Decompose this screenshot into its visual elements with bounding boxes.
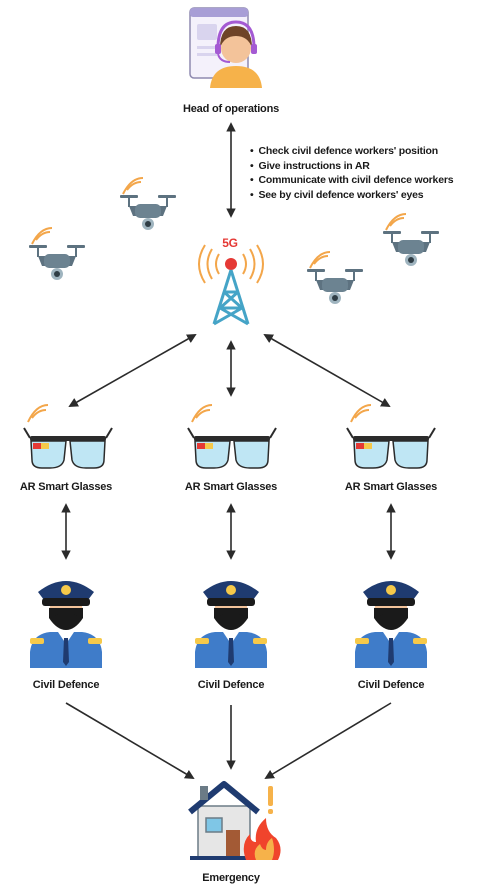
- civil-defence-label: Civil Defence: [197, 679, 265, 691]
- house-fire-icon: [188, 781, 281, 860]
- glasses-label: AR Smart Glasses: [344, 481, 438, 493]
- drone-icon: [383, 213, 439, 266]
- emergency-label: Emergency: [202, 872, 260, 884]
- arrow-worker-right-to-emergency: [264, 702, 392, 779]
- arrow-tower-to-glasses-right: [263, 334, 391, 407]
- glasses-label: AR Smart Glasses: [19, 481, 113, 493]
- ar-glasses-icon: [23, 404, 113, 469]
- task-list: Check civil defence workers' position Gi…: [250, 144, 453, 202]
- antenna-tower-icon: [198, 244, 264, 326]
- ar-glasses-icon: [346, 404, 436, 469]
- task-item: Give instructions in AR: [250, 159, 453, 174]
- drone-icon: [307, 251, 363, 304]
- arrow-tower-to-glasses-left: [68, 334, 197, 407]
- civil-defence-worker-icon: [195, 581, 267, 668]
- civil-defence-worker-icon: [355, 581, 427, 668]
- 5g-label: 5G: [222, 236, 238, 250]
- drone-icon: [120, 177, 176, 230]
- glasses-label: AR Smart Glasses: [184, 481, 278, 493]
- task-item: Check civil defence workers' position: [250, 144, 453, 159]
- task-item: Communicate with civil defence workers: [250, 173, 453, 188]
- operator-headset-icon: [189, 7, 262, 88]
- civil-defence-label: Civil Defence: [32, 679, 100, 691]
- drone-icon: [29, 227, 85, 280]
- civil-defence-label: Civil Defence: [357, 679, 425, 691]
- ar-glasses-icon: [187, 404, 277, 469]
- head-of-operations-label: Head of operations: [182, 103, 280, 115]
- arrow-worker-left-to-emergency: [65, 702, 195, 779]
- task-item: See by civil defence workers' eyes: [250, 188, 453, 203]
- civil-defence-worker-icon: [30, 581, 102, 668]
